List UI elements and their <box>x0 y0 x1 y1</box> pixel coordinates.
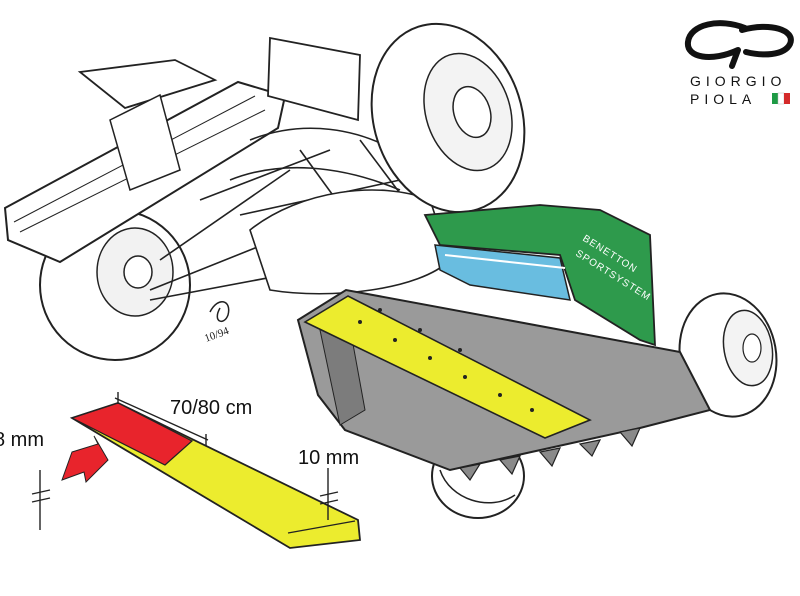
logo-line2: PIOLA <box>690 91 756 107</box>
flag-stripe-green <box>772 93 778 104</box>
dimension-thickness <box>31 470 51 530</box>
flag-stripe-white <box>777 92 785 105</box>
thickness-label: 8 mm <box>0 429 44 451</box>
dimension-length <box>114 392 209 446</box>
floor-plank <box>303 295 592 439</box>
logo-line1: GIORGIO <box>690 73 786 89</box>
giorgio-piola-logo: GIORGIO PIOLA <box>685 20 794 107</box>
right-rear-wheel <box>370 22 526 214</box>
detached-plank <box>69 402 361 549</box>
sidepod-livery: BENETTON SPORTSYSTEM <box>423 204 656 347</box>
length-label: 70/80 cm <box>170 397 252 419</box>
artist-signature: 10/94 <box>203 301 231 345</box>
rear-wing <box>3 36 361 264</box>
wear-zone-arrow <box>61 435 109 484</box>
flag-stripe-red <box>784 93 790 104</box>
logo-gp-mark <box>685 20 794 69</box>
right-front-wheel <box>678 292 778 418</box>
edge-label: 10 mm <box>298 447 359 469</box>
dimension-edge <box>319 468 339 520</box>
signature-date: 10/94 <box>203 325 231 345</box>
